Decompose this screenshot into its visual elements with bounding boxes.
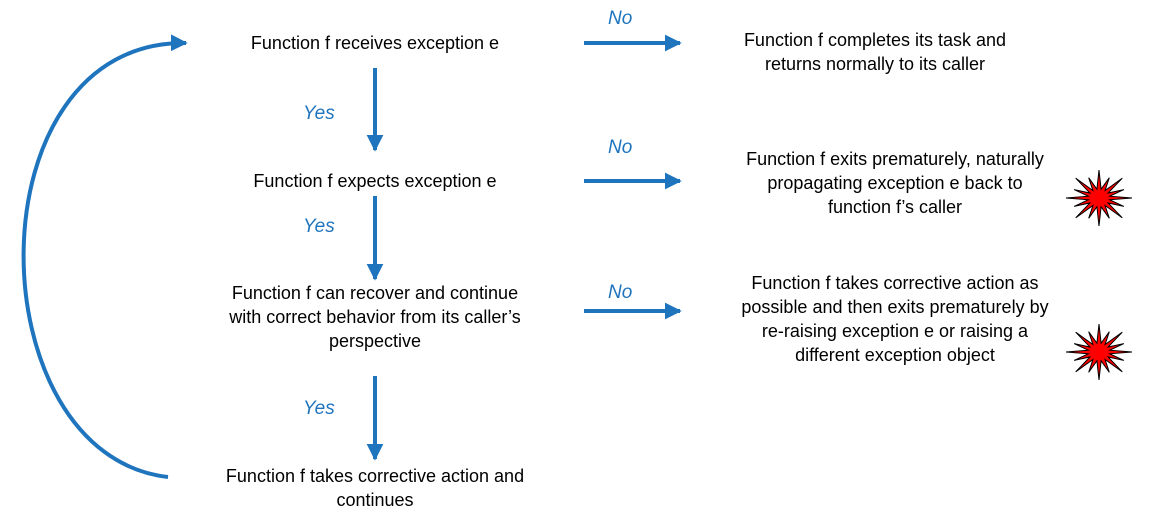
loop-back-arrow	[21, 34, 188, 479]
node-completes-normally: Function f completes its task and return…	[743, 30, 1007, 74]
label-yes-3: Yes	[303, 398, 335, 419]
node-receives-exception: Function f receives exception e	[250, 33, 500, 53]
node-exits-prematurely: Function f exits prematurely, naturally …	[746, 149, 1044, 217]
label-yes-2: Yes	[303, 216, 335, 237]
explosion-burst-icon	[1065, 323, 1133, 381]
label-no-1: No	[608, 8, 633, 29]
label-no-2: No	[608, 137, 633, 158]
explosion-burst-shape	[1065, 323, 1133, 381]
label-yes-1: Yes	[303, 103, 335, 124]
explosion-burst-icon	[1065, 169, 1133, 227]
node-corrective-exit: Function f takes corrective action as po…	[741, 273, 1049, 365]
explosion-burst-shape	[1065, 169, 1133, 227]
node-can-recover: Function f can recover and continue with…	[229, 283, 521, 351]
label-no-3: No	[608, 282, 633, 303]
node-expects-exception: Function f expects exception e	[253, 171, 497, 191]
node-takes-corrective-action: Function f takes corrective action and c…	[225, 466, 525, 510]
